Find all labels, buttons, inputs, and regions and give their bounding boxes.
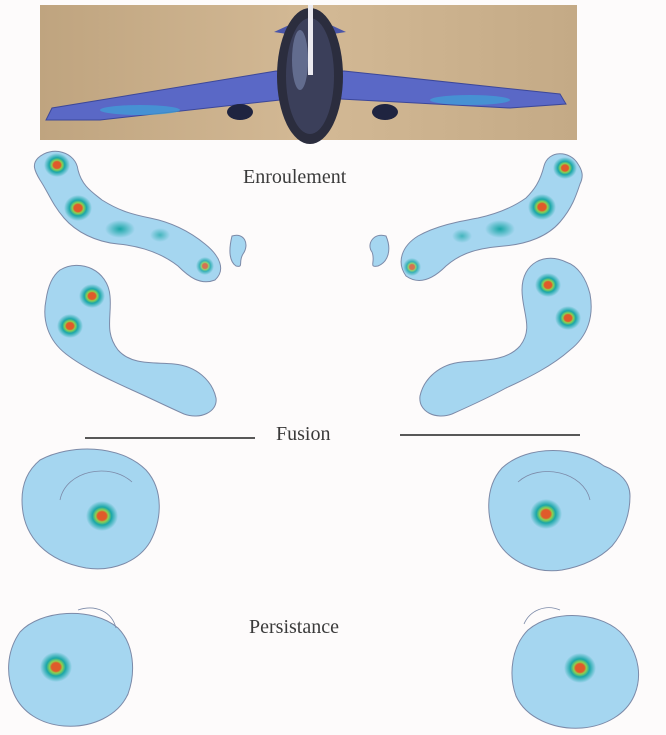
aircraft-photo [40,5,577,144]
rollup-c-vortex-right [420,258,591,416]
persistence-vortex-left [9,608,133,726]
rollup-vortex-left [34,151,246,281]
fusion-divider [85,435,580,438]
stage-label-persistence: Persistance [249,616,339,639]
rollup-c-vortex-left [45,265,216,416]
fusion-vortex-right [489,451,630,571]
stage-label-rollup: Enroulement [243,166,346,189]
persistence-vortex-right [512,608,639,729]
aircraft-fin [308,5,313,75]
fusion-vortex-left [22,449,159,569]
stage-label-fusion: Fusion [276,423,330,446]
